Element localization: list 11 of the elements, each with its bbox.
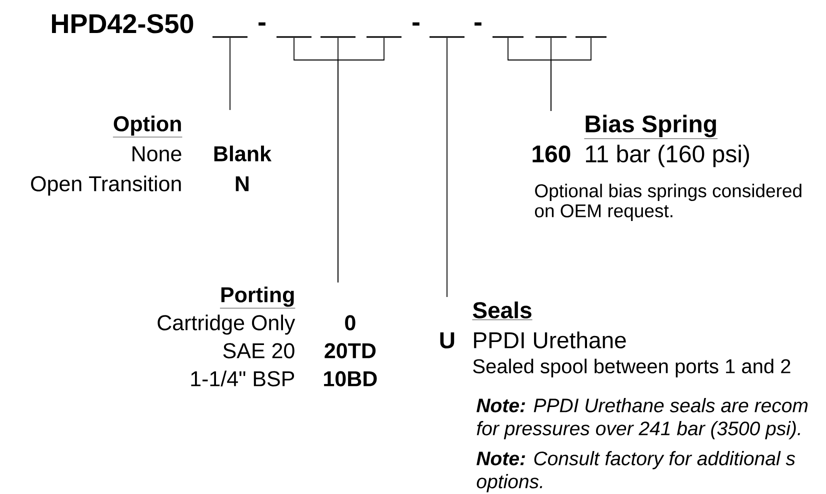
model-code: HPD42-S50 (52, 14, 194, 34)
option-table: Bias Spring 160 11 bar (160 psi) Optional bias springs considered on OEM request. (532, 114, 802, 222)
separator-dash: - (474, 22, 482, 26)
option-table: Porting Cartridge Only 0 SAE 20 20TD 1-1/4" BSP 10BD (158, 286, 377, 386)
leader-line (550, 37, 592, 112)
leader-line (446, 37, 448, 298)
leader-line (338, 37, 384, 283)
option-table: Seals U PPDI Urethane Sealed spool between ports 1 and 2 Note: PPDI Urethane seals are recom for pressures over 241 bar (3500 psi). Note: Consult factory for additional s options. (440, 302, 808, 492)
option-table: Option None Blank Open Transition N (31, 116, 272, 196)
separator-dash: - (412, 22, 420, 26)
separator-dash: - (258, 22, 266, 26)
